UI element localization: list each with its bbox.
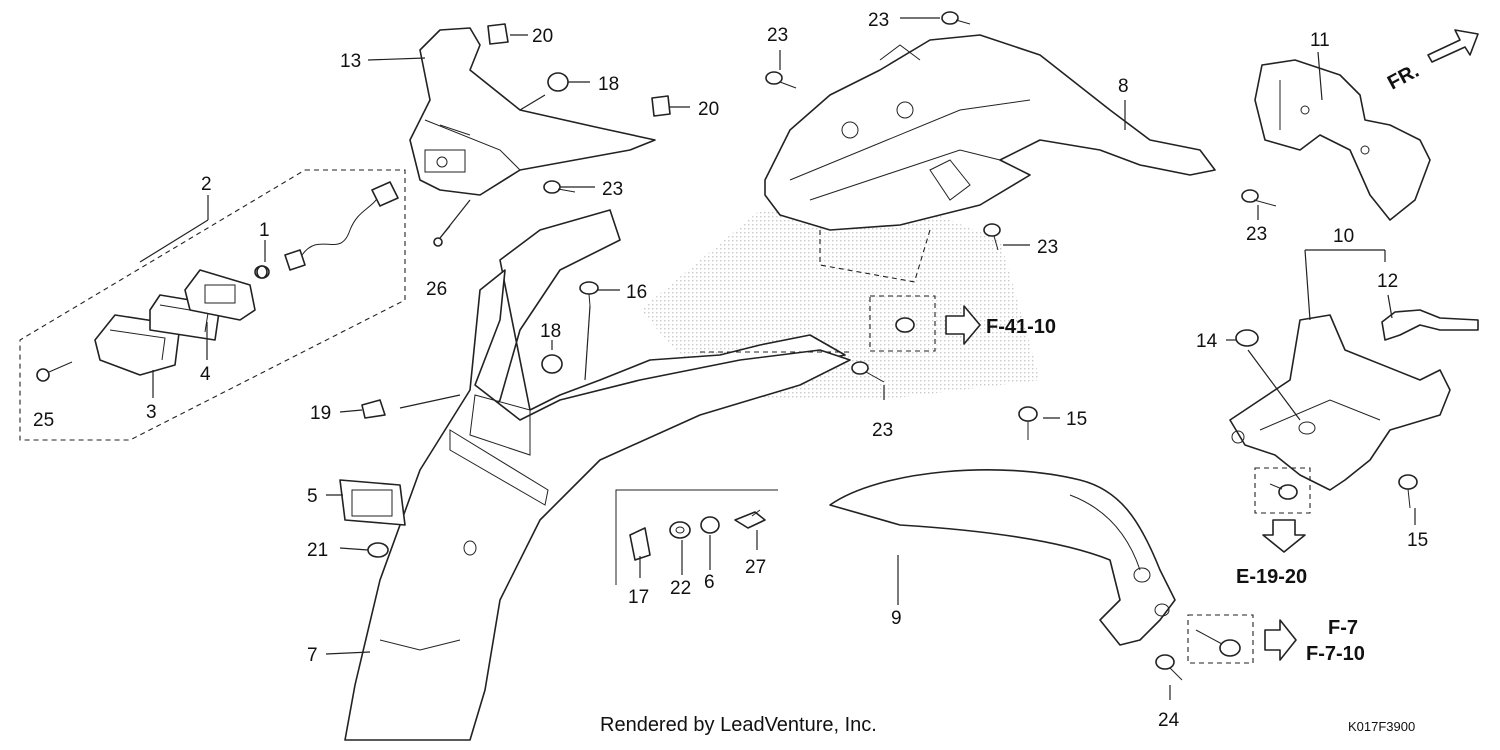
reference-arrows: [945, 29, 1479, 661]
part-label-25: 25: [33, 410, 54, 431]
part-label-21: 21: [307, 540, 328, 561]
bulb-21: [367, 542, 389, 558]
part-label-20b: 20: [698, 99, 719, 120]
bracket-10: [1229, 314, 1451, 491]
part-label-19: 19: [310, 403, 331, 424]
part-label-23d: 23: [1037, 237, 1058, 258]
tail-light-group-frame: [19, 169, 406, 441]
part-label-22: 22: [670, 578, 691, 599]
tail-light-housing: [184, 269, 256, 321]
part-label-15a: 15: [1066, 409, 1087, 430]
part-label-10: 10: [1333, 226, 1354, 247]
part-labels: 1 2 3 4 5 6 7 8 9 10 11 12 13 14 15 15 1…: [33, 10, 1428, 731]
rear-fender-main: [344, 209, 851, 741]
part-label-24: 24: [1158, 710, 1180, 731]
license-light: [339, 479, 406, 526]
ref-f-7: F-7: [1328, 617, 1358, 639]
part-label-9: 9: [891, 608, 902, 629]
diagram-code: K017F3900: [1348, 719, 1415, 734]
fasteners: [256, 11, 1418, 681]
part-label-13: 13: [340, 51, 361, 72]
grommet-14: [1235, 329, 1259, 347]
part-label-23e: 23: [1246, 224, 1267, 245]
side-plate: [1254, 59, 1431, 221]
part-label-1: 1: [259, 220, 270, 241]
ref-f-7-10: F-7-10: [1306, 643, 1365, 665]
part-label-12: 12: [1377, 271, 1398, 292]
part-label-6: 6: [704, 572, 715, 593]
part-label-8: 8: [1118, 76, 1129, 97]
part-label-2: 2: [201, 174, 212, 195]
rear-cowl: [409, 27, 656, 196]
footer-credit: Rendered by LeadVenture, Inc.: [600, 714, 877, 736]
part-label-16: 16: [626, 282, 647, 303]
callout-boxes: [700, 229, 1311, 664]
part-label-7: 7: [307, 645, 318, 666]
part-label-23c: 23: [602, 179, 623, 200]
hose-12: [1381, 309, 1479, 341]
part-label-23b: 23: [868, 10, 889, 31]
part-label-23f: 23: [872, 420, 893, 441]
part-label-17: 17: [628, 587, 649, 608]
rear-inner-fender: [764, 34, 1216, 231]
part-label-18a: 18: [598, 74, 619, 95]
bulb-socket-wire: [254, 181, 399, 279]
front-direction-label: FR.: [1384, 60, 1423, 95]
ref-f-41-10: F-41-10: [986, 316, 1056, 338]
part-label-23a: 23: [767, 25, 788, 46]
screw-25: [36, 361, 73, 382]
leader-lines: [152, 17, 1416, 700]
part-label-26: 26: [426, 279, 447, 300]
part-label-20a: 20: [532, 26, 553, 47]
ref-e-19-20: E-19-20: [1236, 566, 1307, 588]
part-label-5: 5: [307, 486, 318, 507]
rear-hugger: [829, 469, 1176, 646]
part-label-4: 4: [200, 364, 211, 385]
part-label-14: 14: [1196, 331, 1218, 352]
part-label-27: 27: [745, 557, 766, 578]
part-label-3: 3: [146, 402, 157, 423]
part-label-11: 11: [1310, 30, 1330, 51]
clip-19: [361, 399, 386, 419]
part-label-15b: 15: [1407, 530, 1428, 551]
part-label-18b: 18: [540, 321, 561, 342]
